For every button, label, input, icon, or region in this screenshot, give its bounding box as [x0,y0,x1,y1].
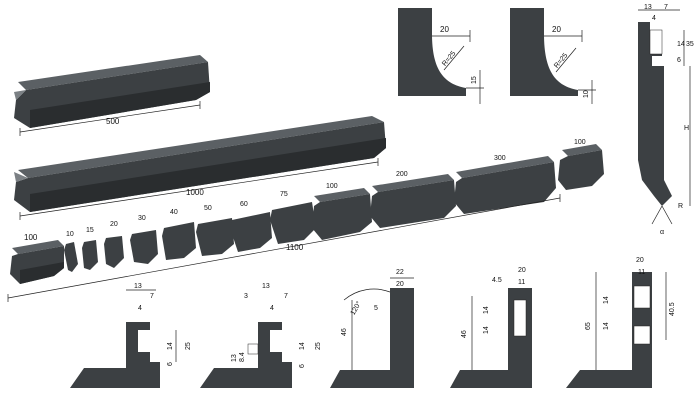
label-punch-35: 35 [686,41,694,48]
label-seg-100-c: 100 [574,139,586,146]
label-b3-22: 22 [396,269,404,276]
segment-10: 10 [64,231,78,272]
label-b2-4: 4 [270,305,274,312]
label-b4-14a: 14 [483,306,490,314]
profile-r25-height-15: 20 R=25 15 [398,8,484,104]
label-b3-20: 20 [396,281,404,288]
label-punch-r: R [678,203,683,210]
label-b4-20: 20 [518,267,526,274]
segment-40: 40 [162,209,196,260]
profile-bottom-3: 22 20 120° 5 46 [330,269,414,388]
label-b3-46: 46 [341,328,348,336]
label-r25a-height: 15 [471,76,478,84]
label-punch-7: 7 [664,4,668,11]
label-b2-7: 7 [284,293,288,300]
label-500: 500 [106,117,120,126]
label-seg-30: 30 [138,215,146,222]
label-b2-14: 14 [299,342,306,350]
label-r25b-width: 20 [552,25,561,34]
profile-bottom-2: 3 13 4 7 13 8.4 14 25 6 [200,283,322,388]
label-1100: 1100 [286,243,304,252]
label-seg-100-a: 100 [24,233,38,242]
label-b4-4-5: 4.5 [492,277,502,284]
tool-500: 500 [14,55,210,136]
label-seg-100-b: 100 [326,183,338,190]
label-b4-14b: 14 [483,326,490,334]
segment-20: 20 [104,221,124,268]
label-b1-13: 13 [134,283,142,290]
label-b3-r5: 5 [374,305,378,312]
label-b2-13v: 13 [231,354,238,362]
label-seg-300: 300 [494,155,506,162]
label-b2-25: 25 [315,342,322,350]
label-seg-40: 40 [170,209,178,216]
label-seg-75: 75 [280,191,288,198]
segment-75: 75 [270,191,316,244]
label-b2-13: 13 [262,283,270,290]
profile-bottom-4: 4.5 20 11 14 14 46 [450,267,532,388]
profile-bottom-1: 13 7 4 14 25 6 [70,283,192,388]
label-punch-4: 4 [652,15,656,22]
label-b1-7: 7 [150,293,154,300]
label-b2-3: 3 [244,293,248,300]
label-r25b-height: 10 [583,90,590,98]
segment-50: 50 [196,205,234,256]
label-seg-200: 200 [396,171,408,178]
label-b5-11: 11 [638,269,645,276]
label-1000: 1000 [186,188,204,197]
label-seg-50: 50 [204,205,212,212]
label-b1-4: 4 [138,305,142,312]
segmented-tools: 100 10 15 20 30 40 50 60 [7,139,604,302]
punch-side-profile: 13 7 4 14 35 6 H α R [638,4,694,236]
label-seg-10: 10 [66,231,74,238]
label-r25a-width: 20 [440,25,449,34]
segment-60: 60 [230,201,272,252]
profile-r25-height-10: 20 R=25 10 [510,8,596,104]
label-punch-13: 13 [644,4,652,11]
profile-bottom-5: 20 11 14 14 40.5 65 [566,257,676,388]
label-b3-angle: 120° [349,300,363,317]
label-b1-25: 25 [185,342,192,350]
label-punch-h: H [684,125,689,132]
label-punch-6: 6 [677,57,681,64]
segment-100-left: 100 [10,233,64,284]
segment-300: 300 [454,155,556,214]
tool-1000: 1000 [14,116,386,220]
label-b5-65: 65 [585,322,592,330]
label-r25b-radius: R=25 [553,52,569,70]
label-b5-14b: 14 [603,322,610,330]
label-b4-11: 11 [518,279,525,286]
label-b5-20: 20 [636,257,644,264]
label-punch-alpha: α [660,229,664,236]
label-b2-6: 6 [299,364,306,368]
label-b1-14: 14 [167,342,174,350]
label-b1-6: 6 [167,362,174,366]
label-seg-20: 20 [110,221,118,228]
label-b2-8-4: 8.4 [239,352,246,362]
label-b5-14a: 14 [603,296,610,304]
label-seg-15: 15 [86,227,94,234]
segment-200: 200 [370,171,456,228]
segment-15: 15 [82,227,98,270]
segment-100-mid: 100 [312,183,372,240]
segment-30: 30 [130,215,158,264]
label-b5-40-5: 40.5 [669,302,676,316]
label-punch-14: 14 [677,41,685,48]
segment-100-right: 100 [558,139,604,190]
label-seg-60: 60 [240,201,248,208]
label-b4-46: 46 [461,330,468,338]
label-r25a-radius: R=25 [441,50,457,68]
